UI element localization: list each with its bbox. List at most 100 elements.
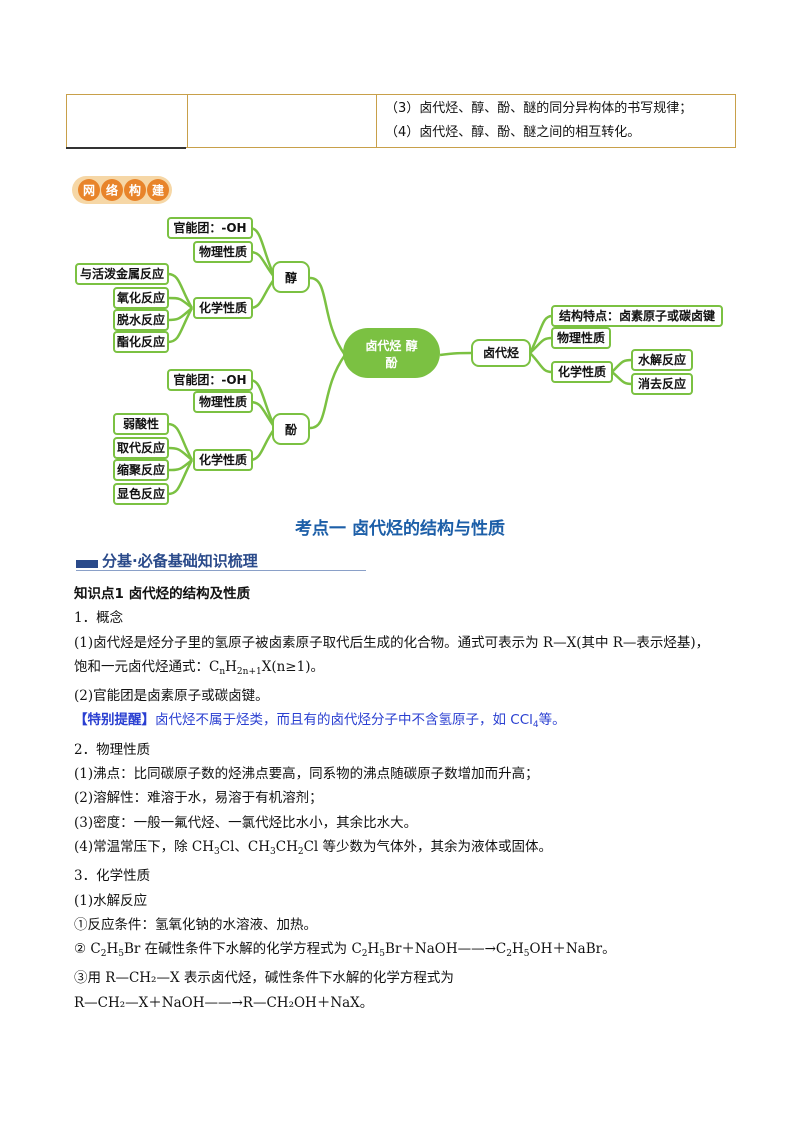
alcohol-reaction: 脱水反应 xyxy=(117,312,165,327)
paragraph: (1)卤代烃是烃分子里的氢原子被卤素原子取代后生成的化合物。通式可表示为 R—X… xyxy=(74,634,710,651)
phenol-functional-group-node xyxy=(167,369,253,391)
tip-text: 等。 xyxy=(538,712,566,729)
text-run: CH xyxy=(275,838,298,855)
phenol-reaction: 缩聚反应 xyxy=(117,462,165,477)
heading-chemical: 3．化学性质 xyxy=(74,868,151,885)
section-banner: 分基·必备基础知识梳理 xyxy=(76,550,366,572)
phenol-physical: 物理性质 xyxy=(199,394,247,409)
haloalkane-reaction: 消去反应 xyxy=(638,376,686,391)
haloalkane-structure-node xyxy=(551,305,723,327)
alcohol-reaction: 酯化反应 xyxy=(117,334,165,349)
phenol-reaction-node xyxy=(113,459,169,481)
center-label-line2: 酚 xyxy=(385,356,398,370)
phenol-label: 酚 xyxy=(285,423,298,437)
text-run: OH＋NaBr。 xyxy=(529,941,616,958)
special-tip: 【特别提醒】卤代烃不属于烃类，而且有的卤代烃分子中不含氢原子，如 CCl4等。 xyxy=(74,708,734,737)
subscript: 2 xyxy=(361,949,368,960)
alcohol-reaction-node xyxy=(113,309,169,331)
heading-physical: 2．物理性质 xyxy=(74,741,151,758)
table-cell-empty-1 xyxy=(66,94,188,148)
subscript: 5 xyxy=(523,949,530,960)
objective-3: （3）卤代烃、醇、酚、醚的同分异构体的书写规律； xyxy=(385,101,693,116)
text-run: Cl、CH xyxy=(219,838,271,855)
text-run: X(n≥1)。 xyxy=(261,658,324,675)
phenol-chemical-node xyxy=(193,449,253,471)
alcohol-label: 醇 xyxy=(285,270,297,285)
top-table: （3）卤代烃、醇、酚、醚的同分异构体的书写规律； （4）卤代烃、醇、酚、醚之间的… xyxy=(66,94,736,148)
banner-text: 分基·必备基础知识梳理 xyxy=(102,552,258,570)
knowledge-point-title: 知识点1 卤代烃的结构及性质 xyxy=(74,586,251,602)
badge-char: 络 xyxy=(106,183,118,198)
alcohol-functional-group-node xyxy=(167,217,253,239)
tip-label: 【特别提醒】 xyxy=(74,712,155,729)
subscript: 5 xyxy=(379,949,386,960)
center-label-line1: 卤代烃 醇 xyxy=(365,338,417,353)
banner-underline xyxy=(76,570,366,571)
alcohol-chemical-node xyxy=(193,297,253,319)
text-run: H xyxy=(511,941,524,958)
subscript: 2 xyxy=(100,949,107,960)
text-run: H xyxy=(367,941,380,958)
alcohol-physical-node xyxy=(193,241,253,263)
table-cell-empty-2 xyxy=(187,94,377,148)
haloalkane-node xyxy=(471,339,531,367)
paragraph: ①反应条件：氢氧化钠的水溶液、加热。 xyxy=(74,916,317,933)
subscript: 2n+1 xyxy=(236,666,262,677)
text-run: Br＋NaOH——→C xyxy=(385,941,507,958)
phenol-functional-group: 官能团：-OH xyxy=(173,372,246,387)
phenol-reaction: 显色反应 xyxy=(117,486,165,501)
haloalkane-reaction-node xyxy=(631,349,693,371)
badge-char: 构 xyxy=(129,183,141,198)
paragraph: R—CH₂—X＋NaOH——→R—CH₂OH＋NaX。 xyxy=(74,994,374,1011)
paragraph: 饱和一元卤代烃通式：CnH2n+1X(n≥1)。 xyxy=(74,655,734,684)
paragraph: ③用 R—CH₂—X 表示卤代烃，碱性条件下水解的化学方程式为 xyxy=(74,970,454,987)
haloalkane-chemical: 化学性质 xyxy=(558,364,606,379)
paragraph: (2)溶解性：难溶于水，易溶于有机溶剂； xyxy=(74,790,323,807)
haloalkane-label: 卤代烃 xyxy=(483,345,519,360)
alcohol-reaction: 与活泼金属反应 xyxy=(80,266,164,281)
badge-char: 网 xyxy=(83,184,95,198)
tip-text: 卤代烃不属于烃类，而且有的卤代烃分子中不含氢原子，如 CCl xyxy=(155,712,533,729)
haloalkane-physical-node xyxy=(551,327,611,349)
phenol-chemical: 化学性质 xyxy=(199,452,247,467)
haloalkane-structure: 结构特点：卤素原子或碳卤键 xyxy=(559,308,715,323)
phenol-reaction-node xyxy=(113,413,169,435)
phenol-physical-node xyxy=(193,391,253,413)
subscript: 3 xyxy=(270,846,276,857)
subscript: 5 xyxy=(118,949,124,960)
phenol-node xyxy=(272,413,310,445)
paragraph: (2)官能团是卤素原子或碳卤键。 xyxy=(74,688,269,705)
subscript: 3 xyxy=(214,846,220,857)
alcohol-reaction-node xyxy=(113,287,169,309)
haloalkane-reaction-node xyxy=(631,373,693,395)
phenol-reaction: 取代反应 xyxy=(117,440,165,455)
heading-concept: 1．概念 xyxy=(74,610,124,627)
haloalkane-reaction: 水解反应 xyxy=(638,352,686,367)
phenol-reaction-node xyxy=(113,437,169,459)
paragraph: (4)常温常压下，除 CH3Cl、CH3CH2Cl 等少数为气体外，其余为液体或… xyxy=(74,835,734,864)
paragraph: (1)沸点：比同碳原子数的烃沸点要高，同系物的沸点随碳原子数增加而升高； xyxy=(74,766,539,783)
center-node: 卤代烃 醇 酚 xyxy=(343,328,440,378)
text-run: Cl 等少数为气体外，其余为液体或固体。 xyxy=(303,838,553,855)
alcohol-reaction-node xyxy=(113,331,169,353)
table-bottom-rule xyxy=(66,147,186,149)
text-run: Br 在碱性条件下水解的化学方程式为 C xyxy=(123,941,362,958)
paragraph: (1)水解反应 xyxy=(74,892,148,909)
objective-4: （4）卤代烃、醇、酚、醚之间的相互转化。 xyxy=(385,125,641,140)
alcohol-functional-group: 官能团：-OH xyxy=(173,220,246,235)
alcohol-chemical: 化学性质 xyxy=(199,300,247,315)
haloalkane-physical: 物理性质 xyxy=(557,330,605,345)
alcohol-physical: 物理性质 xyxy=(199,244,247,259)
alcohol-reaction-node xyxy=(75,263,169,285)
phenol-reaction-node xyxy=(113,483,169,505)
alcohol-node xyxy=(272,261,310,293)
table-cell-objectives: （3）卤代烃、醇、酚、醚的同分异构体的书写规律； （4）卤代烃、醇、酚、醚之间的… xyxy=(376,94,736,148)
content-body: 知识点1 卤代烃的结构及性质 1．概念 (1)卤代烃是烃分子里的氢原子被卤素原子… xyxy=(74,582,734,1015)
text-run: (4)常温常压下，除 CH xyxy=(74,838,215,855)
subscript: 2 xyxy=(297,846,304,857)
haloalkane-chemical-node xyxy=(551,361,613,383)
subscript: 4 xyxy=(532,720,539,731)
section-title: 考点一 卤代烃的结构与性质 xyxy=(295,519,505,539)
network-badge: 网 络 构 建 xyxy=(72,176,172,204)
badge-char: 建 xyxy=(151,183,165,198)
